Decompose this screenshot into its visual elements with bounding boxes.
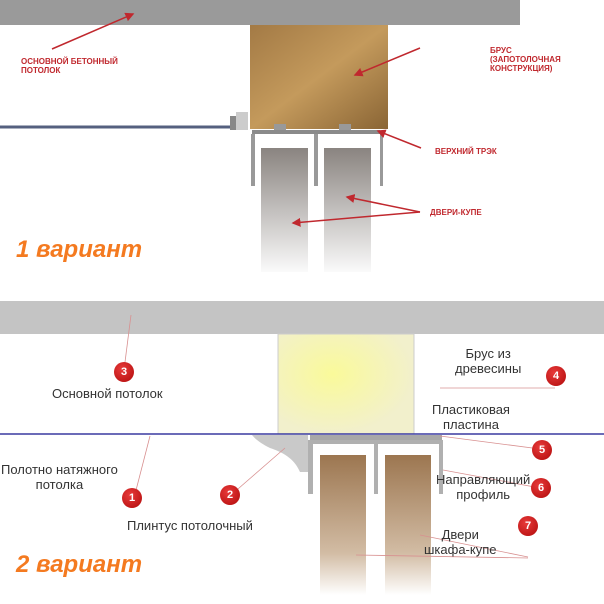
- label-concrete-ceiling: ОСНОВНОЙ БЕТОННЫЙ ПОТОЛОК: [21, 57, 118, 75]
- door-1: [261, 148, 308, 272]
- wood-beam: [250, 25, 388, 129]
- wood-beam-2: [277, 333, 415, 435]
- door-2: [324, 148, 371, 272]
- label-stretch-ceiling: Полотно натяжного потолка: [1, 462, 118, 492]
- label-main-ceiling: Основной потолок: [52, 386, 163, 401]
- stretch-ceiling-line: [0, 114, 248, 129]
- callout-badge-6: 6: [531, 478, 551, 498]
- label-line: профиль: [456, 487, 511, 502]
- label-line: древесины: [455, 361, 522, 376]
- callout-badge-3: 3: [114, 362, 134, 382]
- label-guide-profile: Направляющий профиль: [436, 472, 530, 502]
- callout-badge-1: 1: [122, 488, 142, 508]
- plastic-plate: [310, 435, 442, 440]
- label-line: ПОТОЛОК: [21, 66, 61, 75]
- callout-badge-2: 2: [220, 485, 240, 505]
- variant2-drawing: [0, 301, 604, 595]
- label-beam: БРУС (ЗАПОТОЛОЧНАЯ КОНСТРУКЦИЯ): [490, 46, 561, 73]
- label-line: Направляющий: [436, 472, 531, 487]
- label-line: Брус из: [465, 346, 511, 361]
- label-line: КОНСТРУКЦИЯ): [490, 64, 553, 73]
- label-line: пластина: [442, 417, 499, 432]
- label-line: Пластиковая: [432, 402, 510, 417]
- concrete-ceiling: [0, 0, 520, 25]
- label-line: шкафа-купе: [424, 542, 497, 557]
- label-doors: ДВЕРИ-КУПЕ: [430, 208, 482, 217]
- callout-badge-7: 7: [518, 516, 538, 536]
- label-upper-track: ВЕРХНИЙ ТРЭК: [435, 147, 497, 156]
- variant1-title: 1 вариант: [16, 236, 143, 263]
- label-line: ОСНОВНОЙ БЕТОННЫЙ: [21, 57, 118, 66]
- label-line: БРУС: [490, 46, 512, 55]
- label-ceiling-plinth: Плинтус потолочный: [127, 518, 253, 533]
- wardrobe-door-1: [320, 455, 366, 595]
- label-line: Полотно натяжного: [1, 462, 118, 477]
- callout-badge-5: 5: [532, 440, 552, 460]
- ceiling-plinth: [252, 435, 308, 472]
- label-wardrobe-doors: Двери шкафа-купе: [424, 527, 497, 557]
- label-line: (ЗАПОТОЛОЧНАЯ: [490, 55, 561, 64]
- main-ceiling: [0, 301, 604, 334]
- callout-badge-4: 4: [546, 366, 566, 386]
- label-line: потолка: [35, 477, 84, 492]
- variant2-title: 2 вариант: [16, 551, 143, 578]
- label-plastic-plate: Пластиковая пластина: [432, 402, 510, 432]
- upper-track: [252, 130, 380, 134]
- label-line: Двери: [441, 527, 479, 542]
- variant1-drawing: [0, 0, 520, 272]
- label-wood-beam: Брус из древесины: [455, 346, 521, 376]
- wardrobe-door-2: [385, 455, 431, 595]
